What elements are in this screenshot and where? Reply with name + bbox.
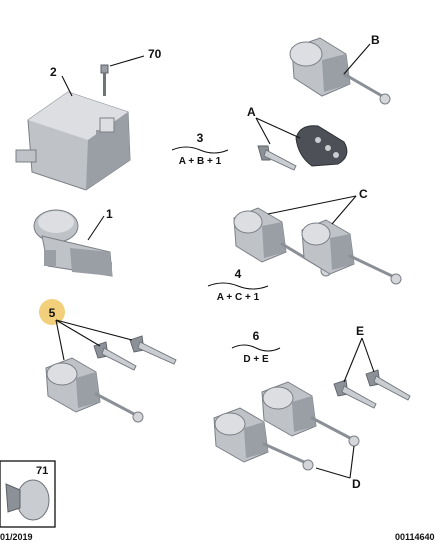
leader-d2 (349, 445, 355, 479)
leader-d1 (315, 467, 351, 479)
leader-a2 (255, 117, 301, 139)
key-blade-kit-5-b (129, 335, 177, 365)
kit-number-6: 6 (253, 329, 260, 343)
leader-1 (87, 215, 105, 241)
leader-c2 (331, 195, 357, 225)
callout-e: E (356, 324, 364, 338)
key-blade-kit-5-a (93, 341, 137, 371)
leader-e2 (361, 337, 375, 373)
brace-3 (171, 146, 229, 154)
callout-a: A (247, 105, 256, 119)
actuator-part-1 (33, 209, 113, 277)
lock-cylinder-c-right (301, 219, 402, 285)
key-blade-a (257, 145, 297, 171)
highlight-marker-5 (39, 299, 65, 325)
lock-cylinder-d-lower (213, 407, 314, 471)
kit-formula-3: A + B + 1 (179, 156, 222, 167)
leader-5a (55, 319, 65, 361)
leader-5c (55, 319, 133, 341)
callout-70: 70 (148, 47, 162, 61)
key-blade-e-left (333, 379, 377, 409)
lock-cylinder-b (289, 37, 391, 105)
kit-formula-6: D + E (243, 354, 269, 365)
callout-1: 1 (106, 207, 113, 221)
kit-number-4: 4 (235, 267, 242, 281)
brace-4 (207, 282, 269, 290)
lock-cylinder-d-upper (261, 381, 360, 447)
screw-part-70 (100, 64, 109, 96)
kit-number-3: 3 (197, 131, 204, 145)
lock-module-part-2 (15, 91, 131, 191)
remote-key-fob-a (295, 125, 348, 167)
callout-d: D (352, 477, 361, 491)
callout-71: 71 (36, 465, 48, 477)
clip-part-71 (5, 479, 50, 521)
leader-a1 (255, 117, 271, 145)
leader-e1 (343, 337, 363, 383)
leader-5b (55, 319, 101, 347)
brace-6 (231, 344, 281, 352)
leader-b (343, 43, 371, 75)
leader-c1 (267, 195, 357, 215)
leader-70 (109, 55, 145, 67)
callout-b: B (371, 33, 380, 47)
callout-5: 5 (49, 306, 56, 320)
key-blade-e-right (365, 369, 411, 401)
footer-reference: 00114640 (395, 532, 435, 542)
leader-2 (61, 75, 73, 97)
callout-2: 2 (50, 65, 57, 79)
lock-cylinder-kit-5 (45, 357, 144, 423)
footer-date: 01/2019 (0, 532, 33, 542)
callout-c: C (359, 187, 368, 201)
kit-formula-4: A + C + 1 (217, 292, 260, 303)
